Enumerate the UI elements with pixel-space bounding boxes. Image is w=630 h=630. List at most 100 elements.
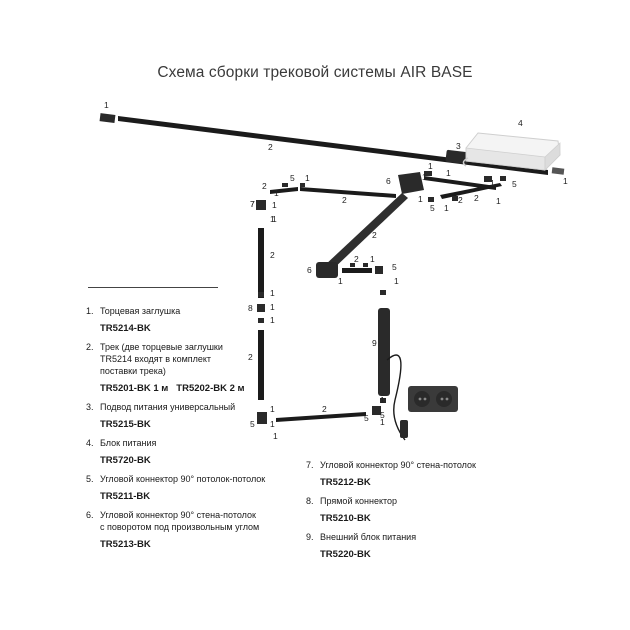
legend-item-number: 8. (306, 496, 314, 506)
legend-item-description: 2.Трек (две торцевые заглушки TR5214 вхо… (86, 341, 306, 377)
track-bottom (276, 412, 366, 422)
callout-label: 2 (322, 404, 327, 414)
track-upper-left (300, 187, 396, 198)
legend-item-description: 7.Угловой коннектор 90° стена-потолок (306, 459, 526, 471)
callout-label: 2 (270, 250, 275, 260)
cable-switch (400, 420, 408, 438)
legend-item-description: 5. Угловой коннектор 90° потолок-потолок (86, 473, 306, 485)
callout-label: 1 (394, 276, 399, 286)
callout-label: 1 (274, 188, 279, 198)
product-code: TR5210-BK (320, 513, 371, 524)
legend-item: 6.Угловой коннектор 90° стена-потолок с … (86, 509, 306, 551)
external-psu (378, 308, 390, 396)
legend-divider (88, 287, 218, 288)
legend-item-codes: TR5214-BK (100, 323, 306, 335)
end-cap-frame-4 (484, 176, 492, 182)
product-code: TR5215-BK (100, 419, 151, 430)
callout-label: 2 (248, 352, 253, 362)
legend-item-codes: TR5220-BK (320, 549, 526, 561)
callout-label: 8 (248, 303, 253, 313)
callout-label: 1 (496, 196, 501, 206)
legend-item-number: 5. (86, 474, 94, 484)
legend-item-text: Угловой коннектор 90° стена-потолок с по… (100, 510, 260, 532)
end-cap-left (99, 113, 116, 123)
legend-item: 2.Трек (две торцевые заглушки TR5214 вхо… (86, 341, 306, 395)
connector-top-left (256, 200, 266, 210)
callout-label: 4 (518, 118, 523, 128)
legend-item-codes: TR5215-BK (100, 419, 306, 431)
product-code: TR5213-BK (100, 539, 151, 550)
product-code: TR5214-BK (100, 323, 151, 334)
page-title: Схема сборки трековой системы AIR BASE (157, 64, 473, 81)
legend-item-description: 4.Блок питания (86, 437, 306, 449)
product-code: TR5220-BK (320, 549, 371, 560)
end-cap-frame-3 (424, 171, 432, 176)
product-code: TR5212-BK (320, 477, 371, 488)
connector-straight (257, 304, 265, 312)
legend-item-number: 9. (306, 532, 314, 542)
callout-label: 1 (380, 417, 385, 427)
callout-label: 1 (270, 288, 275, 298)
bracket-lower (316, 262, 338, 278)
callout-label: 5 (290, 173, 295, 183)
callout-label: 2 (342, 195, 347, 205)
callout-label: 1 (418, 194, 423, 204)
callout-label: 3 (456, 141, 461, 151)
socket (408, 386, 458, 412)
end-cap-wall-2 (258, 318, 264, 323)
callout-label: 1 (270, 404, 275, 414)
power-feed (445, 149, 469, 165)
legend-item-text: Трек (две торцевые заглушки TR5214 входя… (100, 342, 223, 376)
callout-label: 1 (338, 276, 343, 286)
callout-label: 5 (364, 413, 369, 423)
bracket-upper (398, 172, 424, 194)
legend-item-number: 3. (86, 402, 94, 412)
legend-item-text: Прямой коннектор (320, 496, 398, 506)
callout-label: 1 (446, 168, 451, 178)
end-cap-lower-1 (350, 263, 355, 267)
callout-label: 1 (272, 214, 277, 224)
callout-label: 6 (386, 176, 391, 186)
legend-item-codes: TR5211-BK (100, 491, 306, 503)
power-supply (465, 132, 561, 171)
connector-bottom-right (372, 406, 381, 415)
callout-label: 2 (474, 193, 479, 203)
connector-bottom-left (257, 412, 267, 424)
end-cap-wall-1 (258, 292, 264, 297)
callout-label: 2 (268, 142, 273, 152)
track-diagonal (324, 193, 408, 272)
callout-label: 1 (490, 178, 495, 188)
legend-item-codes: TR5720-BK (100, 455, 306, 467)
legend-item-description: 9.Внешний блок питания (306, 531, 526, 543)
track-wall-left-top (258, 228, 264, 298)
callout-label: 2 (458, 195, 463, 205)
callout-label: 1 (563, 176, 568, 186)
end-cap-frame-6 (452, 196, 458, 201)
legend-item-text: Торцевая заглушка (100, 306, 181, 316)
callout-label: 6 (307, 265, 312, 275)
end-cap-wall-4 (380, 398, 386, 403)
connector-lower (375, 266, 383, 274)
callout-label: 5 (392, 262, 397, 272)
callout-label: 1 (270, 419, 275, 429)
track-main (118, 116, 548, 175)
end-cap-wall-3 (380, 290, 386, 295)
callout-label: 5 (512, 179, 517, 189)
legend-item-codes: TR5212-BK (320, 477, 526, 489)
callout-label: 2 (354, 254, 359, 264)
callout-label: 2 (262, 181, 267, 191)
callout-label: 9 (372, 338, 377, 348)
legend-item-text: Угловой коннектор 90° потолок-потолок (100, 474, 266, 484)
product-code: TR5211-BK (100, 491, 151, 502)
track-wall-left-bottom (258, 330, 264, 400)
legend-item-description: 8. Прямой коннектор (306, 495, 526, 507)
callout-label: 1 (270, 315, 275, 325)
